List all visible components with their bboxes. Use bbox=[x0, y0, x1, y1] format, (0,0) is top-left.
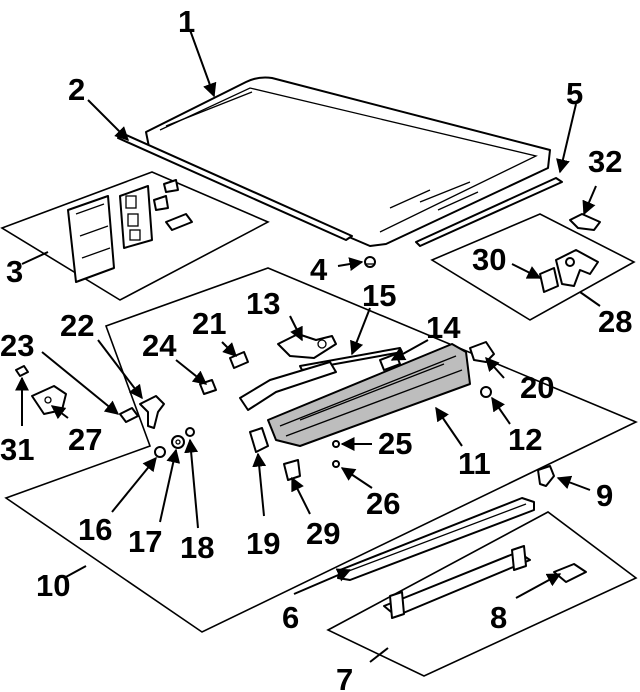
cover-19 bbox=[249, 427, 269, 453]
callout-10: 10 bbox=[36, 568, 70, 603]
callout-17: 17 bbox=[128, 524, 162, 559]
washer-17 bbox=[171, 435, 185, 449]
callout-5: 5 bbox=[566, 76, 583, 111]
callout-1: 1 bbox=[178, 4, 195, 39]
latch-assembly-28 bbox=[539, 249, 599, 293]
pivot-22 bbox=[119, 395, 165, 429]
panel-group-7 bbox=[326, 511, 638, 677]
callout-12: 12 bbox=[508, 422, 542, 457]
bolt-16 bbox=[154, 446, 166, 458]
callout-6: 6 bbox=[282, 600, 299, 635]
callout-labels: 1 2 3 4 5 6 7 8 9 10 11 12 13 14 15 16 1… bbox=[0, 4, 632, 692]
callout-9: 9 bbox=[596, 478, 613, 513]
screw-12 bbox=[480, 386, 492, 398]
callout-2: 2 bbox=[68, 72, 85, 107]
callout-28: 28 bbox=[598, 304, 632, 339]
callout-14: 14 bbox=[426, 310, 461, 345]
roof-moulding-right bbox=[415, 177, 563, 247]
nut-18 bbox=[185, 427, 195, 437]
callout-8: 8 bbox=[490, 600, 507, 635]
callout-27: 27 bbox=[68, 422, 102, 457]
callout-22: 22 bbox=[60, 308, 94, 343]
hinge-27 bbox=[31, 385, 67, 415]
callout-25: 25 bbox=[378, 426, 412, 461]
callout-21: 21 bbox=[192, 306, 226, 341]
callout-19: 19 bbox=[246, 526, 280, 561]
bracket-32 bbox=[569, 213, 601, 231]
leader-lines bbox=[15, 29, 601, 663]
callout-20: 20 bbox=[520, 370, 554, 405]
callout-15: 15 bbox=[362, 278, 396, 313]
clip-21 bbox=[229, 351, 249, 369]
screw-26 bbox=[332, 460, 340, 468]
panel-group-10 bbox=[4, 267, 638, 633]
bracket-29 bbox=[283, 459, 301, 481]
callout-13: 13 bbox=[246, 286, 280, 321]
deflector-7 bbox=[383, 545, 531, 619]
callout-16: 16 bbox=[78, 512, 112, 547]
bracket-8 bbox=[553, 563, 587, 583]
callout-3: 3 bbox=[6, 254, 23, 289]
handle-13 bbox=[277, 333, 337, 359]
callout-26: 26 bbox=[366, 486, 400, 521]
clip-part bbox=[364, 256, 376, 268]
screw-25 bbox=[332, 440, 340, 448]
callout-11: 11 bbox=[458, 446, 491, 481]
roof-panel bbox=[145, 76, 551, 247]
callout-7: 7 bbox=[336, 662, 353, 692]
callout-4: 4 bbox=[310, 252, 328, 287]
small-part-23 bbox=[15, 365, 29, 377]
callout-29: 29 bbox=[306, 516, 340, 551]
callout-30: 30 bbox=[472, 242, 506, 277]
panel-group-28 bbox=[430, 213, 636, 321]
sunroof-frame-11 bbox=[239, 343, 471, 447]
bracket-20 bbox=[469, 341, 495, 363]
clip-9 bbox=[537, 465, 555, 487]
callout-32: 32 bbox=[588, 144, 622, 179]
trim-panel-group-3 bbox=[67, 179, 193, 283]
callout-24: 24 bbox=[142, 328, 177, 363]
callout-18: 18 bbox=[180, 530, 214, 565]
callout-23: 23 bbox=[0, 328, 34, 363]
callout-31: 31 bbox=[0, 432, 34, 467]
